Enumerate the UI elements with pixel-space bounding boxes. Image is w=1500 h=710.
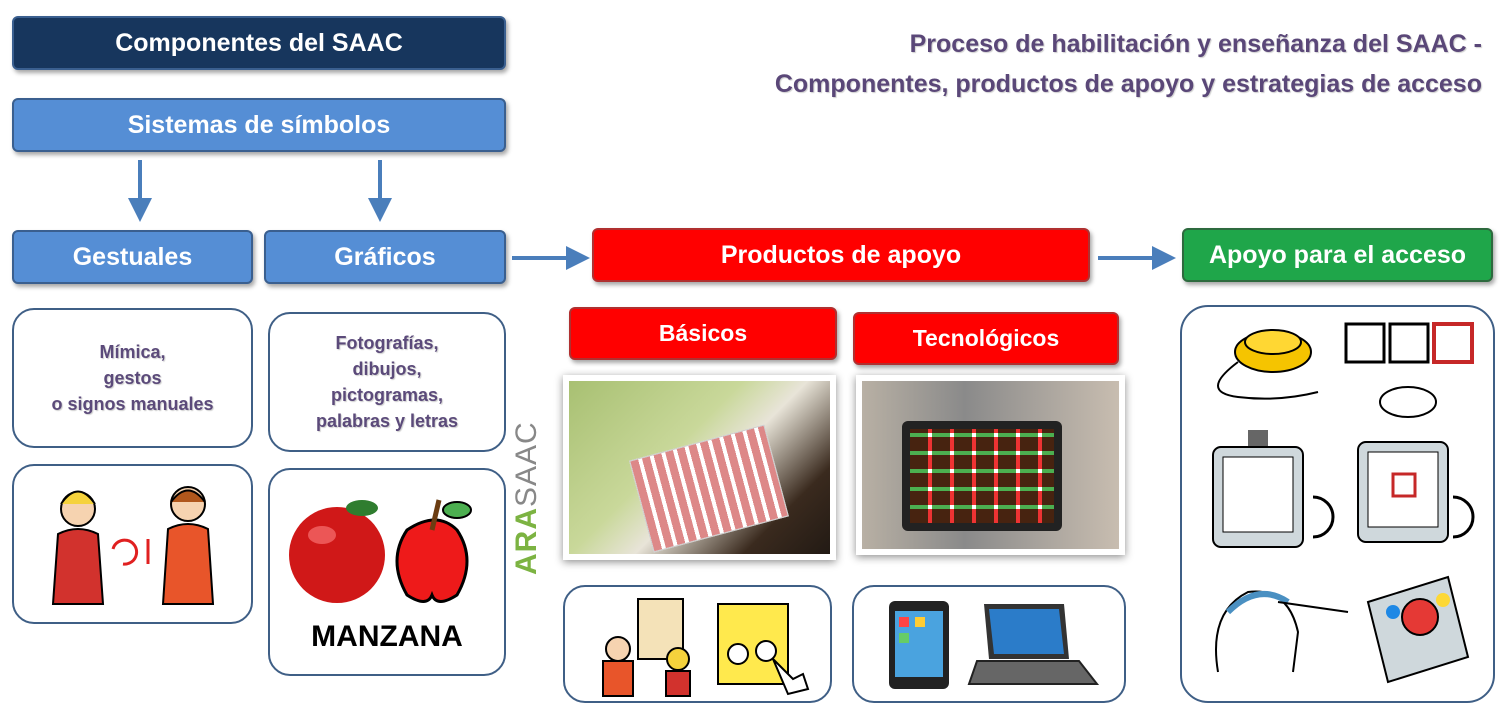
basic-communication-board-photo <box>563 375 836 560</box>
access-devices-icons <box>1211 321 1474 683</box>
access-support-box <box>1180 305 1495 703</box>
symbol-systems-header: Sistemas de símbolos <box>12 98 506 152</box>
basic-products-box <box>563 585 832 703</box>
components-header: Componentes del SAAC <box>12 16 506 70</box>
graphic-description: Fotografías, dibujos, pictogramas, palab… <box>268 312 506 452</box>
basic-header: Básicos <box>569 307 837 360</box>
graphic-image-box: MANZANA <box>268 468 506 676</box>
apple-icons <box>289 499 472 603</box>
technological-products-box <box>852 585 1126 703</box>
communication-board-and-book-icon <box>601 598 809 697</box>
arasaac-logo: ARASAAC <box>510 421 543 575</box>
gestural-description: Mímica, gestos o signos manuales <box>12 308 253 448</box>
page-title: Proceso de habilitación y enseñanza del … <box>774 30 1482 98</box>
support-products-header: Productos de apoyo <box>592 228 1090 282</box>
signing-people-icon <box>51 486 214 605</box>
access-support-header: Apoyo para el acceso <box>1182 228 1493 282</box>
gestural-image-box <box>12 464 253 624</box>
technological-header: Tecnológicos <box>853 312 1119 365</box>
graphic-header: Gráficos <box>264 230 506 284</box>
tablet-and-laptop-icon <box>889 601 1100 689</box>
tablet-photo <box>856 375 1125 555</box>
example-word: MANZANA <box>311 620 463 653</box>
gestural-header: Gestuales <box>12 230 253 284</box>
